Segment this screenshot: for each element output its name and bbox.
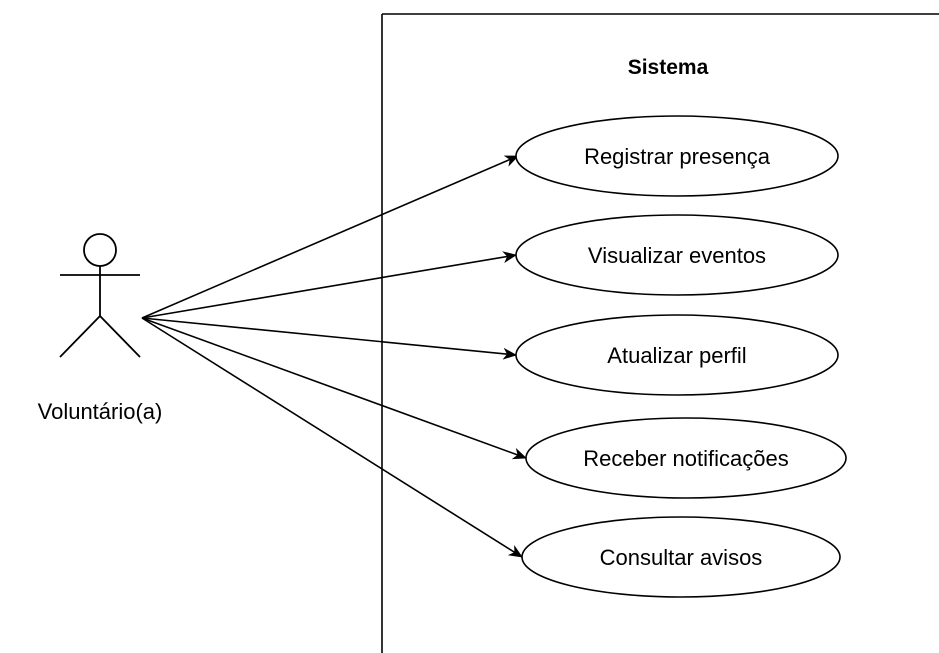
use-case-label: Receber notificações [583,446,788,471]
association-atualizar-perfil [141,317,517,360]
associations [141,155,527,558]
use-case-ellipse [525,417,847,499]
use-case-atualizar-perfil: Atualizar perfil [515,314,839,396]
use-case-receber-notificacoes: Receber notificações [525,417,847,499]
actor-voluntario: Voluntário(a) [38,233,163,424]
use-case-label: Visualizar eventos [588,243,766,268]
use-case-label: Registrar presença [584,144,771,169]
use-case-ellipse [515,314,839,396]
use-cases: Registrar presença Visualizar eventos At… [515,115,847,598]
use-case-label: Atualizar perfil [607,343,746,368]
use-case-ellipse [515,214,839,296]
association-receber-notificacoes [141,317,527,460]
actor-name: Voluntário(a) [38,399,163,424]
actor-head [83,233,117,267]
use-case-ellipse [521,516,841,598]
stick-figure-icon [59,233,141,358]
association-consultar-avisos [141,317,523,558]
association-visualizar-eventos [141,251,517,319]
actor-right-leg [99,315,141,358]
actor-left-leg [59,315,101,358]
use-case-registrar-presenca: Registrar presença [515,115,839,197]
use-case-ellipse [515,115,839,197]
use-case-visualizar-eventos: Visualizar eventos [515,214,839,296]
use-case-consultar-avisos: Consultar avisos [521,516,841,598]
system-title: Sistema [628,56,709,79]
use-case-label: Consultar avisos [600,545,763,570]
association-registrar-presenca [141,155,519,319]
system-boundary: Sistema [381,13,939,653]
